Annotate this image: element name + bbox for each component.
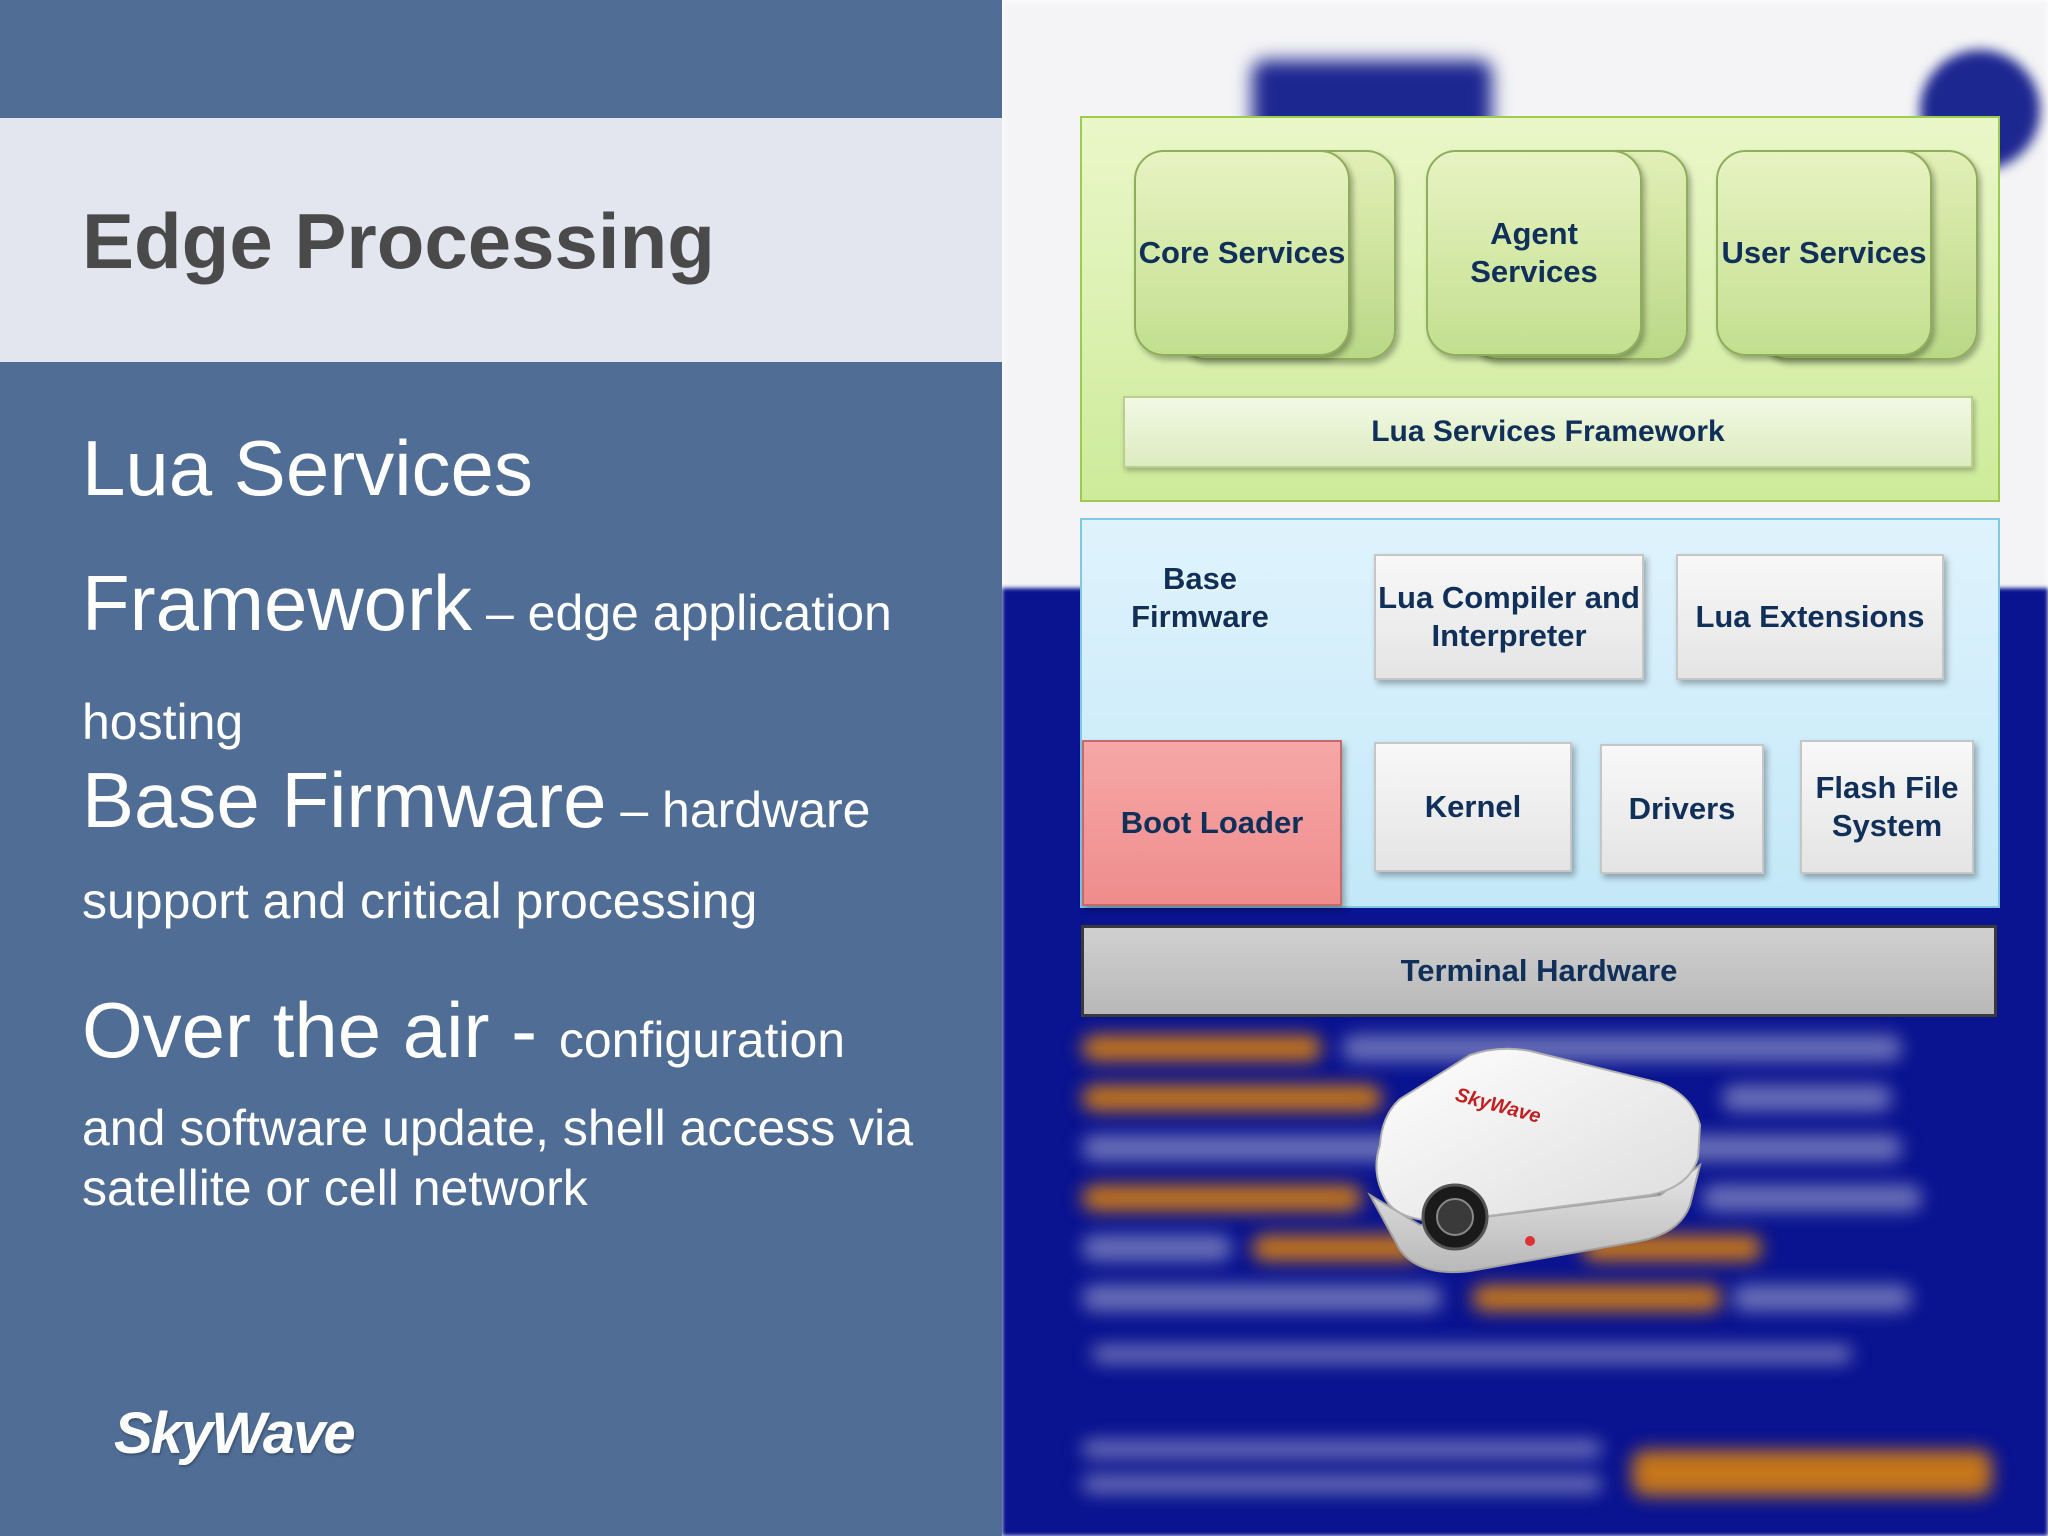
user-services-box: User Services [1716,150,1932,356]
blurred-text-line [1082,1235,1232,1261]
kernel-box: Kernel [1374,742,1572,872]
bullet-heading: Lua Services [82,424,533,512]
bullet-over-the-air: Over the air - configuration and softwar… [82,980,962,1223]
blurred-text-line [1082,1035,1322,1061]
blurred-text-line [1342,1035,1902,1061]
skywave-logo: SkyWave [114,1401,356,1466]
blurred-text-line [1702,1185,1922,1211]
bullet-heading: Over the air - [82,986,559,1074]
blurred-text-line [1082,1285,1442,1311]
core-services-box: Core Services [1134,150,1350,356]
drivers-box: Drivers [1600,744,1764,874]
blurred-text-line [1732,1285,1912,1311]
blurred-text-line [1632,1450,1992,1496]
blurred-text-line [1082,1440,1602,1458]
bullet-description: support and critical processing [82,873,758,929]
blurred-text-line [1082,1085,1382,1111]
bullet-description: – hardware [606,782,871,838]
bullet-description: hosting [82,694,244,750]
bullet-description: configuration [558,1012,846,1068]
bullet-description: – edge application [472,585,892,641]
lua-extensions-box: Lua Extensions [1676,554,1944,680]
terminal-hardware-bar: Terminal Hardware [1081,925,1997,1017]
skywave-terminal-device-image: SkyWave [1360,1045,1716,1285]
blurred-text-line [1472,1285,1722,1311]
bullet-heading: Base Firmware [82,756,607,844]
lua-services-framework-bar: Lua Services Framework [1123,396,1973,468]
bullet-heading: Framework [82,559,473,647]
bullet-description: satellite or cell network [82,1160,588,1216]
bullet-description: and software update, shell access via [82,1100,914,1156]
base-firmware-label: Base Firmware [1131,561,1269,634]
agent-services-box: Agent Services [1426,150,1642,356]
boot-loader-box: Boot Loader [1082,740,1342,906]
blurred-text-line [1092,1345,1852,1363]
bullet-lua-services: Lua Services Framework – edge applicatio… [82,412,962,762]
lua-compiler-box: Lua Compiler and Interpreter [1374,554,1644,680]
blurred-text-line [1722,1085,1892,1111]
slide-title: Edge Processing [82,197,715,285]
blurred-text-line [1082,1185,1362,1211]
flash-file-system-box: Flash File System [1800,740,1974,874]
bullet-base-firmware: Base Firmware – hardware support and cri… [82,752,962,941]
title-band [0,118,1002,362]
blurred-text-line [1082,1475,1602,1493]
